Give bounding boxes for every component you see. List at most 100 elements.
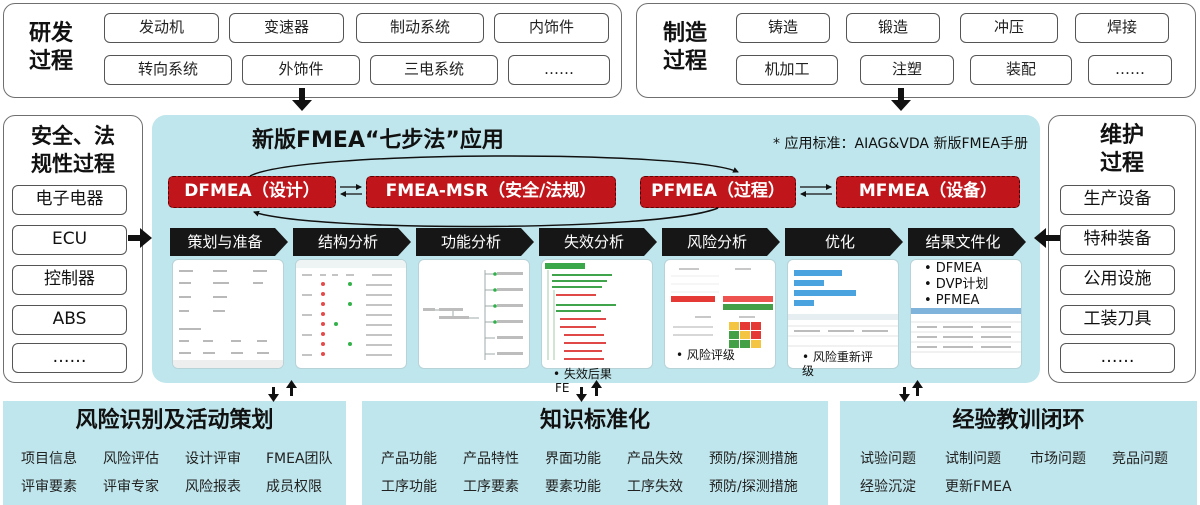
result-bullets: • DFMEA • DVP计划 • PFMEA xyxy=(924,261,988,309)
knowledge-item[interactable]: 产品失效 xyxy=(627,451,683,467)
structure-table-graphic xyxy=(296,260,406,356)
safety-item[interactable]: 控制器 xyxy=(12,265,127,295)
risk-rerating-note: • 风险重新评 级 xyxy=(802,350,873,378)
rd-item[interactable]: 发动机 xyxy=(104,13,219,43)
rd-item[interactable]: 三电系统 xyxy=(370,55,498,85)
manufacturing-item[interactable]: 锻造 xyxy=(846,13,940,43)
safety-title-line2: 规性过程 xyxy=(31,152,115,176)
knowledge-standardization-title: 知识标准化 xyxy=(539,408,650,433)
manufacturing-title-line2: 过程 xyxy=(662,49,707,74)
maintenance-item[interactable]: 生产设备 xyxy=(1060,185,1175,215)
manufacturing-item[interactable]: …… xyxy=(1088,55,1172,85)
result-report-graphic xyxy=(911,308,1021,353)
manufacturing-item[interactable]: 焊接 xyxy=(1075,13,1169,43)
knowledge-item[interactable]: 要素功能 xyxy=(545,479,601,495)
rd-item[interactable]: 制动系统 xyxy=(356,13,484,43)
manufacturing-item[interactable]: 铸造 xyxy=(736,13,830,43)
knowledge-standardization-panel xyxy=(362,401,828,505)
maintenance-item[interactable]: 特种装备 xyxy=(1060,225,1175,255)
risk-matrix-graphic xyxy=(671,268,773,348)
knowledge-item[interactable]: 工序要素 xyxy=(463,479,519,495)
optimize-note-line2: 级 xyxy=(802,364,815,378)
maintenance-title-line1: 维护 xyxy=(1099,123,1144,148)
optimization-chart-graphic xyxy=(788,270,898,347)
maintenance-item[interactable]: 工装刀具 xyxy=(1060,305,1175,335)
failure-note-line1: • 失效后果 xyxy=(553,367,612,381)
risk-item[interactable]: 风险评估 xyxy=(103,451,159,467)
function-tree-graphic xyxy=(423,270,523,360)
rd-item[interactable]: …… xyxy=(508,55,610,85)
step-failure-analysis[interactable]: 失效分析 xyxy=(539,228,657,256)
risk-item[interactable]: 评审专家 xyxy=(103,479,159,495)
rd-title-line1: 研发 xyxy=(28,21,73,46)
manufacturing-item[interactable]: 冲压 xyxy=(960,13,1058,43)
safety-item[interactable]: 电子电器 xyxy=(12,185,127,215)
result-bullet: • DFMEA xyxy=(924,261,982,276)
result-bullet: • PFMEA xyxy=(924,293,980,308)
knowledge-item[interactable]: 产品功能 xyxy=(381,451,437,467)
step-function-analysis[interactable]: 功能分析 xyxy=(416,228,534,256)
rd-item[interactable]: 变速器 xyxy=(229,13,344,43)
maintenance-item[interactable]: 公用设施 xyxy=(1060,265,1175,295)
risk-item[interactable]: 风险报表 xyxy=(185,479,241,495)
left-updown-arrows xyxy=(268,380,297,402)
safety-item[interactable]: ECU xyxy=(12,225,127,255)
rd-item[interactable]: 内饰件 xyxy=(494,13,609,43)
knowledge-item[interactable]: 界面功能 xyxy=(545,451,601,467)
rd-title-line2: 过程 xyxy=(28,49,73,74)
risk-identification-panel xyxy=(3,401,346,505)
risk-item[interactable]: 设计评审 xyxy=(185,451,241,467)
rd-item[interactable]: 外饰件 xyxy=(242,55,360,85)
rd-process-title: 研发 过程 xyxy=(20,20,82,76)
knowledge-item[interactable]: 工序失效 xyxy=(627,479,683,495)
step-optimization[interactable]: 优化 xyxy=(785,228,903,256)
fmea-msr-box[interactable]: FMEA-MSR（安全/法规） xyxy=(366,176,616,208)
knowledge-item[interactable]: 产品特性 xyxy=(463,451,519,467)
step-risk-analysis[interactable]: 风险分析 xyxy=(662,228,780,256)
manufacturing-process-title: 制造 过程 xyxy=(654,20,716,76)
manufacturing-item[interactable]: 机加工 xyxy=(736,55,838,85)
step-result-documentation[interactable]: 结果文件化 xyxy=(908,228,1026,256)
lessons-item[interactable]: 更新FMEA xyxy=(945,479,1012,495)
result-bullet: • DVP计划 xyxy=(924,277,989,292)
lessons-item[interactable]: 市场问题 xyxy=(1030,451,1086,467)
lessons-item[interactable]: 试制问题 xyxy=(945,451,1001,467)
risk-item[interactable]: 成员权限 xyxy=(266,479,322,495)
knowledge-item[interactable]: 预防/探测措施 xyxy=(709,451,798,467)
form-lines-graphic xyxy=(173,270,283,368)
safety-item[interactable]: …… xyxy=(12,343,127,373)
right-updown-arrows xyxy=(899,380,923,402)
lessons-item[interactable]: 竞品问题 xyxy=(1112,451,1168,467)
lessons-item[interactable]: 经验沉淀 xyxy=(860,479,916,495)
step-planning-preparation[interactable]: 策划与准备 xyxy=(170,228,288,256)
structure-table-thumbnail xyxy=(295,259,407,369)
risk-item[interactable]: 评审要素 xyxy=(21,479,77,495)
rd-item[interactable]: 转向系统 xyxy=(104,55,232,85)
maintenance-title-line2: 过程 xyxy=(1099,151,1144,176)
risk-matrix-thumbnail xyxy=(664,259,776,369)
risk-item[interactable]: 项目信息 xyxy=(21,451,77,467)
center-title: 新版FMEA“七步法”应用 xyxy=(252,128,504,153)
manufacturing-item[interactable]: 装配 xyxy=(970,55,1072,85)
function-tree-thumbnail xyxy=(418,259,530,369)
knowledge-item[interactable]: 工序功能 xyxy=(381,479,437,495)
lessons-item[interactable]: 试验问题 xyxy=(860,451,916,467)
knowledge-item[interactable]: 预防/探测措施 xyxy=(709,479,798,495)
maintenance-process-title: 维护 过程 xyxy=(1082,122,1162,178)
pfmea-box[interactable]: PFMEA（过程） xyxy=(640,176,796,208)
result-report-thumbnail xyxy=(910,259,1022,369)
risk-identification-title: 风险识别及活动策划 xyxy=(75,408,274,433)
standard-note: * 应用标准：AIAG&VDA 新版FMEA手册 xyxy=(773,136,1028,152)
safety-title-line1: 安全、法 xyxy=(31,124,115,148)
step-structure-analysis[interactable]: 结构分析 xyxy=(293,228,411,256)
maintenance-item[interactable]: …… xyxy=(1060,343,1175,373)
failure-tree-graphic xyxy=(545,263,616,360)
safety-item[interactable]: ABS xyxy=(12,305,127,335)
mfmea-box[interactable]: MFMEA（设备） xyxy=(836,176,1020,208)
risk-item[interactable]: FMEA团队 xyxy=(266,451,333,467)
optimization-chart-thumbnail xyxy=(787,259,899,369)
manufacturing-item[interactable]: 注塑 xyxy=(860,55,954,85)
failure-effect-note: • 失效后果 FE xyxy=(553,367,612,395)
dfmea-box[interactable]: DFMEA（设计） xyxy=(168,176,336,208)
optimize-note-line1: • 风险重新评 xyxy=(802,350,873,364)
